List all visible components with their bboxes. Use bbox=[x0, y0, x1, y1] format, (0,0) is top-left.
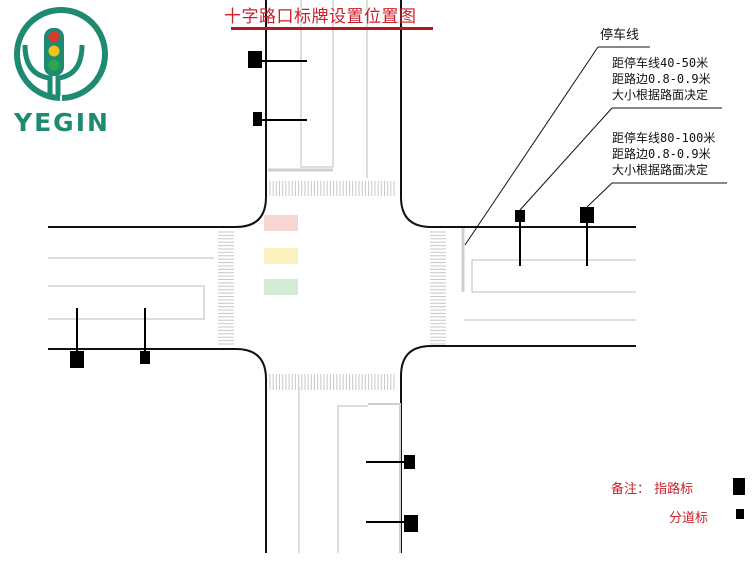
sign-b-line-3: 大小根据路面决定 bbox=[612, 163, 709, 177]
lane-sign-east bbox=[515, 210, 525, 266]
logo-red-light bbox=[48, 31, 60, 43]
lane-sign-south bbox=[366, 455, 415, 469]
guide-sign-north bbox=[248, 51, 307, 68]
signposts bbox=[70, 51, 594, 532]
legend-lane-sign-icon bbox=[736, 509, 744, 519]
curb-bottom-left bbox=[48, 348, 267, 553]
guide-sign-west bbox=[70, 308, 84, 368]
crosswalk-east bbox=[430, 231, 446, 345]
crosswalk-south bbox=[269, 374, 395, 390]
crosswalk-west bbox=[218, 231, 234, 345]
legend-lane-sign: 分道标 bbox=[669, 511, 709, 526]
signal-green-zone bbox=[264, 279, 298, 295]
legend-guide-sign-icon bbox=[733, 478, 745, 495]
sign-a-line-1: 距停车线40-50米 bbox=[612, 56, 709, 70]
stop-line-label: 停车线 bbox=[600, 28, 640, 43]
leader-lines bbox=[464, 46, 727, 246]
guide-sign-south bbox=[366, 515, 418, 532]
logo-yellow-light bbox=[48, 45, 60, 57]
crosswalk-north bbox=[269, 181, 395, 196]
curb-top-left bbox=[48, 0, 267, 228]
legend-guide-sign: 备注： 指路标 bbox=[611, 482, 694, 497]
guide-sign-a-note: 距停车线40-50米 距路边0.8-0.9米 大小根据路面决定 bbox=[612, 55, 711, 103]
guide-sign-b-note: 距停车线80-100米 距路边0.8-0.9米 大小根据路面决定 bbox=[612, 130, 715, 178]
brand-logo bbox=[14, 7, 108, 101]
road-edges bbox=[48, 0, 636, 553]
signal-yellow-zone bbox=[264, 248, 298, 264]
lane-lines bbox=[48, 0, 636, 553]
lane-sign-north bbox=[253, 112, 307, 126]
sign-b-line-2: 距路边0.8-0.9米 bbox=[612, 147, 711, 161]
page-title: 十字路口标牌设置位置图 bbox=[224, 7, 417, 27]
signal-red-zone bbox=[264, 215, 298, 231]
guide-sign-east bbox=[580, 207, 594, 266]
logo-green-light bbox=[48, 59, 60, 71]
crosswalks bbox=[218, 181, 446, 390]
stop-lines bbox=[268, 168, 465, 553]
sign-a-line-3: 大小根据路面决定 bbox=[612, 88, 709, 102]
sign-a-line-2: 距路边0.8-0.9米 bbox=[612, 72, 711, 86]
brand-name: YEGIN bbox=[14, 108, 110, 137]
sign-b-line-1: 距停车线80-100米 bbox=[612, 131, 716, 145]
title-underline bbox=[231, 27, 433, 30]
curb-top-right bbox=[400, 0, 636, 228]
lane-sign-west bbox=[140, 308, 150, 364]
curb-bottom-right bbox=[400, 345, 636, 553]
